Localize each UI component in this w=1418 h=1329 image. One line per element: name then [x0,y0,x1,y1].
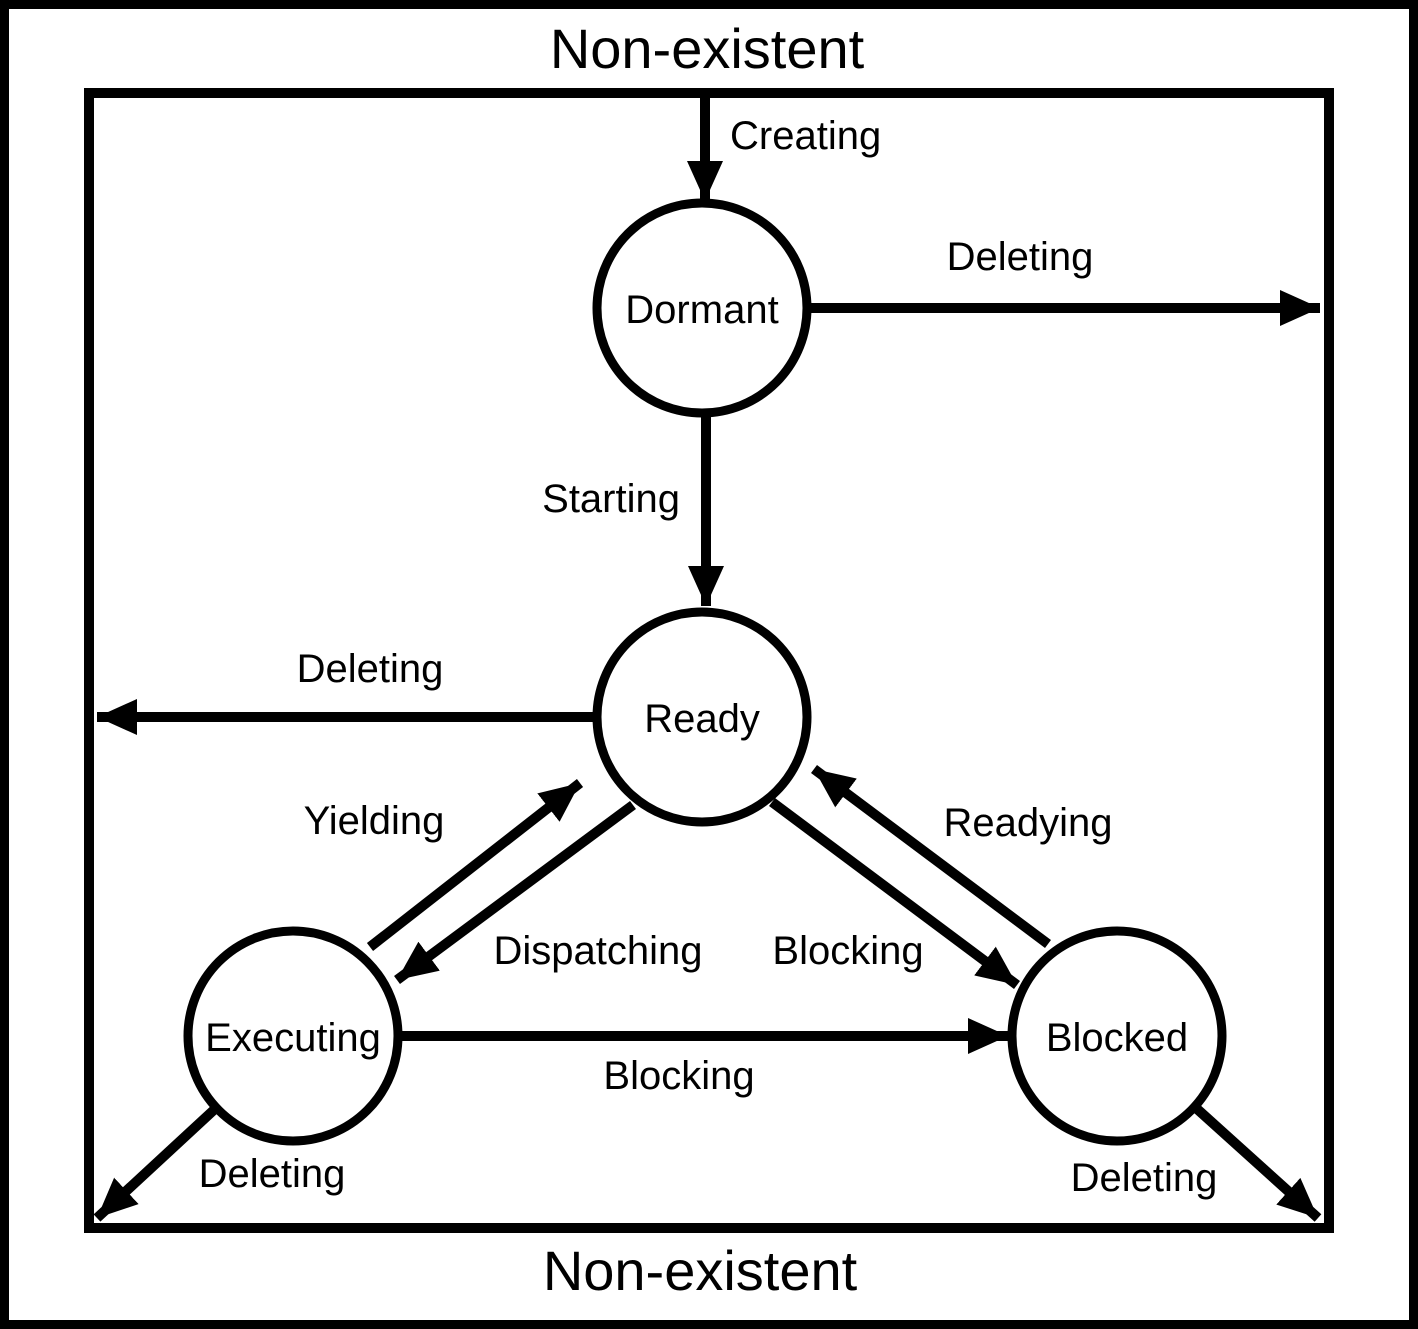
edge-readying-label: Readying [943,801,1112,845]
edge-deleting-blocked-label: Deleting [1071,1156,1218,1200]
edge-yielding-arrow [366,779,584,951]
state-ready-label: Ready [644,697,760,741]
edge-deleting-executing-arrow [93,1104,220,1222]
state-dormant-label: Dormant [625,288,778,332]
edge-deleting-executing-label: Deleting [199,1152,346,1196]
edge-readying-arrow [811,764,1051,949]
edge-blocking-ready-arrow [769,797,1020,990]
state-dormant-circle [592,198,812,418]
edge-blocking-ready-label: Blocking [772,929,923,973]
edge-deleting-blocked-arrow [1192,1104,1322,1222]
state-executing-circle [183,926,403,1146]
title-non-existent-bottom: Non-existent [543,1239,858,1302]
edge-blocking-executing-label: Blocking [603,1054,754,1098]
state-blocked-label: Blocked [1046,1016,1188,1060]
edge-yielding-label: Yielding [304,799,445,843]
state-ready-circle [592,607,812,827]
edge-starting-label: Starting [542,477,680,521]
edge-creating-label: Creating [730,114,881,158]
edge-dispatching-arrow [394,800,636,985]
edge-deleting-ready-label: Deleting [297,647,444,691]
state-executing-label: Executing [205,1016,381,1060]
edge-dispatching-label: Dispatching [493,929,702,973]
edge-deleting-dormant-label: Deleting [947,235,1094,279]
title-non-existent-top: Non-existent [550,17,865,80]
state-blocked-circle [1007,926,1227,1146]
